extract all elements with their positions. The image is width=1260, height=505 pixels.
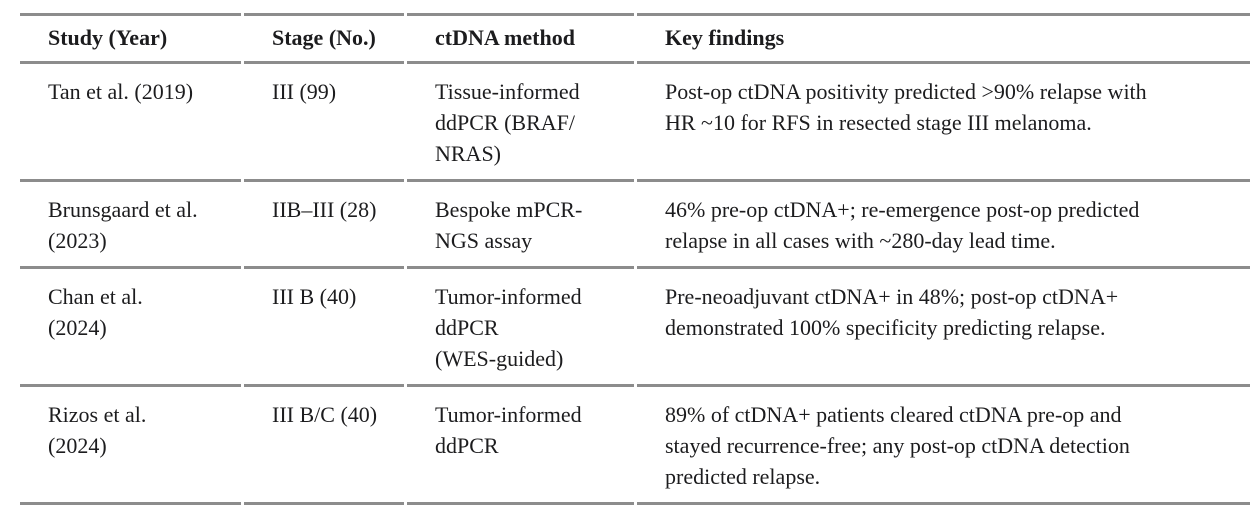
table-row: Rizos et al. (2024) III B/C (40) Tumor-i… xyxy=(20,387,1250,505)
cell-method: Tumor-informed ddPCR (WES-guided) xyxy=(407,269,634,387)
ctdna-studies-table: Study (Year) Stage (No.) ctDNA method Ke… xyxy=(17,13,1253,505)
cell-study: Rizos et al. (2024) xyxy=(20,387,241,505)
table-row: Brunsgaard et al. (2023) IIB–III (28) Be… xyxy=(20,182,1250,269)
table-row: Tan et al. (2019) III (99) Tissue-inform… xyxy=(20,64,1250,182)
cell-findings: Pre-neoadjuvant ctDNA+ in 48%; post-op c… xyxy=(637,269,1250,387)
col-header-method: ctDNA method xyxy=(407,13,634,64)
cell-findings: 46% pre-op ctDNA+; re-emergence post-op … xyxy=(637,182,1250,269)
cell-study: Brunsgaard et al. (2023) xyxy=(20,182,241,269)
cell-method: Bespoke mPCR- NGS assay xyxy=(407,182,634,269)
cell-findings: 89% of ctDNA+ patients cleared ctDNA pre… xyxy=(637,387,1250,505)
cell-stage: IIB–III (28) xyxy=(244,182,404,269)
cell-method: Tumor-informed ddPCR xyxy=(407,387,634,505)
table-header-row: Study (Year) Stage (No.) ctDNA method Ke… xyxy=(20,13,1250,64)
cell-stage: III B/C (40) xyxy=(244,387,404,505)
cell-stage: III B (40) xyxy=(244,269,404,387)
cell-study: Chan et al. (2024) xyxy=(20,269,241,387)
col-header-stage: Stage (No.) xyxy=(244,13,404,64)
col-header-study: Study (Year) xyxy=(20,13,241,64)
cell-method: Tissue-informed ddPCR (BRAF/ NRAS) xyxy=(407,64,634,182)
cell-stage: III (99) xyxy=(244,64,404,182)
cell-findings: Post-op ctDNA positivity predicted >90% … xyxy=(637,64,1250,182)
cell-study: Tan et al. (2019) xyxy=(20,64,241,182)
table-row: Chan et al. (2024) III B (40) Tumor-info… xyxy=(20,269,1250,387)
col-header-findings: Key findings xyxy=(637,13,1250,64)
